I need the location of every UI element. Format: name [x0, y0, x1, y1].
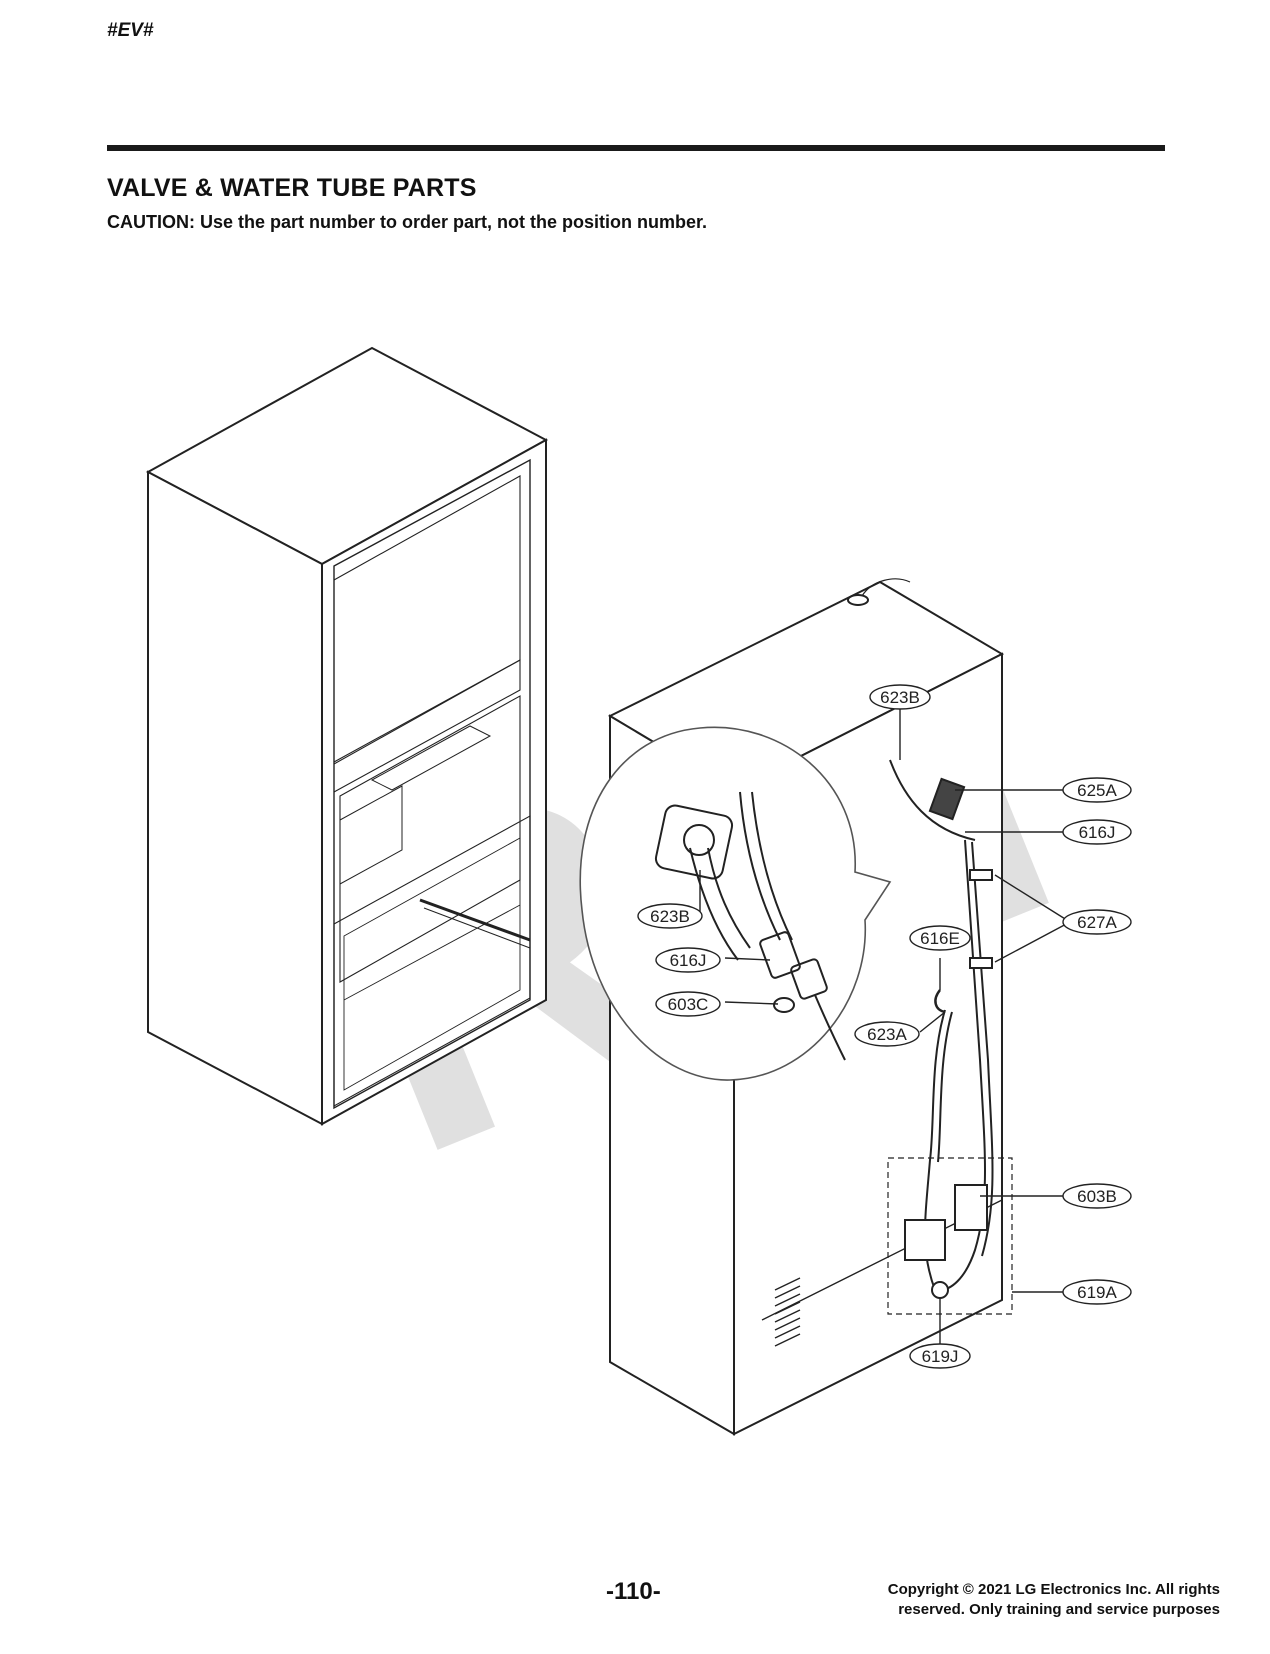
copyright-notice: Copyright © 2021 LG Electronics Inc. All… [820, 1580, 1220, 1620]
callout-616j-main: 616J [1062, 819, 1132, 845]
detail-callout-bubble [579, 726, 892, 1081]
front-cabinet-illustration [145, 346, 549, 1126]
caution-note: CAUTION: Use the part number to order pa… [107, 212, 708, 232]
callout-627a: 627A [1062, 909, 1132, 935]
svg-text:619A: 619A [1077, 1283, 1117, 1302]
callout-619a: 619A [1062, 1279, 1132, 1305]
callout-625a: 625A [1062, 777, 1132, 803]
callout-623b-main: 623B [869, 684, 931, 710]
copyright-line-2: reserved. Only training and service purp… [898, 1601, 1220, 1618]
water-tube-assembly [889, 759, 994, 1299]
svg-text:627A: 627A [1077, 913, 1117, 932]
callout-623b-detail: 623B [637, 903, 703, 929]
document-tag: #EV# [107, 20, 154, 41]
svg-text:623B: 623B [650, 907, 690, 926]
svg-text:603C: 603C [668, 995, 709, 1014]
section-title: VALVE & WATER TUBE PARTS [107, 174, 477, 202]
header-rule [107, 145, 1165, 151]
svg-text:623B: 623B [880, 688, 920, 707]
callout-616e: 616E [909, 925, 971, 951]
svg-text:625A: 625A [1077, 781, 1117, 800]
callout-603b: 603B [1062, 1183, 1132, 1209]
copyright-line-1: Copyright © 2021 LG Electronics Inc. All… [887, 1581, 1220, 1598]
svg-text:603B: 603B [1077, 1187, 1117, 1206]
svg-text:623A: 623A [867, 1025, 907, 1044]
callout-616j-detail: 616J [655, 947, 721, 973]
callout-leader-lines [699, 708, 1071, 1345]
svg-text:616E: 616E [920, 929, 960, 948]
callout-623a: 623A [854, 1021, 920, 1047]
svg-text:616J: 616J [670, 951, 707, 970]
svg-text:616J: 616J [1079, 823, 1116, 842]
callout-603c: 603C [655, 991, 721, 1017]
svg-text:619J: 619J [922, 1347, 959, 1366]
callout-619j: 619J [909, 1343, 971, 1369]
page-number: -110- [606, 1578, 661, 1605]
